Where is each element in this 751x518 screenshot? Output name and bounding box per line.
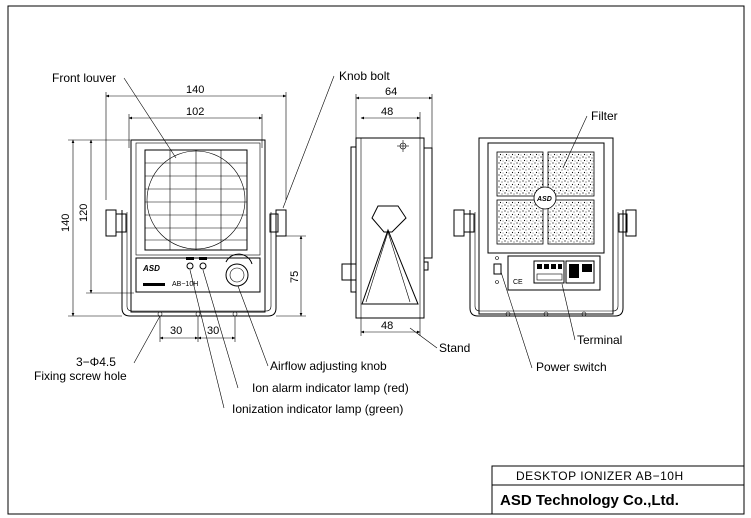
- ion-alarm-lamp: [199, 262, 207, 270]
- label-hole-spec: 3−Φ4.5: [76, 355, 116, 369]
- label-terminal: Terminal: [577, 333, 622, 347]
- dim-louver-height: 120: [78, 204, 90, 222]
- title-product: DESKTOP IONIZER AB−10H: [516, 469, 684, 483]
- airflow-knob: [225, 263, 249, 287]
- terminal-block: [533, 260, 595, 284]
- dim-overall-height: 140: [60, 214, 72, 232]
- label-stand: Stand: [439, 341, 470, 355]
- dim-side-depth: 64: [385, 86, 397, 98]
- dim-knob-height: 75: [289, 271, 301, 283]
- model-text: AB−10H: [172, 281, 198, 288]
- label-knob-bolt: Knob bolt: [339, 69, 390, 83]
- label-ionization-lamp: Ionization indicator lamp (green): [232, 402, 403, 416]
- ionization-lamp: [186, 262, 194, 270]
- rear-view: ASD CE: [453, 137, 637, 317]
- dim-front-width: 140: [186, 84, 204, 96]
- title-company: ASD Technology Co.,Ltd.: [500, 492, 679, 509]
- label-ion-alarm: Ion alarm indicator lamp (red): [252, 381, 409, 395]
- dim-side-inner: 48: [381, 106, 393, 118]
- side-dimensions: 64 48 48: [355, 86, 433, 336]
- front-dimensions: 140 102 140 120 75 30 30: [60, 84, 306, 342]
- dim-stand-depth: 48: [381, 320, 393, 332]
- label-front-louver: Front louver: [52, 71, 116, 85]
- label-power-switch: Power switch: [536, 360, 607, 374]
- label-airflow-knob: Airflow adjusting knob: [270, 359, 387, 373]
- drawing-border: [7, 5, 745, 515]
- leader-lines: [123, 75, 588, 409]
- ce-mark: CE: [513, 279, 523, 286]
- svg-text:ASD: ASD: [536, 196, 552, 203]
- dim-pitch-right: 30: [207, 325, 219, 337]
- label-filter: Filter: [591, 109, 618, 123]
- title-block: DESKTOP IONIZER AB−10H ASD Technology Co…: [491, 465, 745, 515]
- front-view: ASD AB−10H: [105, 139, 287, 317]
- label-hole-desc: Fixing screw hole: [34, 369, 127, 383]
- dim-pitch-left: 30: [170, 325, 182, 337]
- power-switch: [493, 263, 502, 275]
- side-view: [341, 137, 433, 319]
- dim-louver-width: 102: [186, 106, 204, 118]
- filter: ASD: [496, 151, 595, 245]
- svg-text:ASD: ASD: [142, 264, 160, 273]
